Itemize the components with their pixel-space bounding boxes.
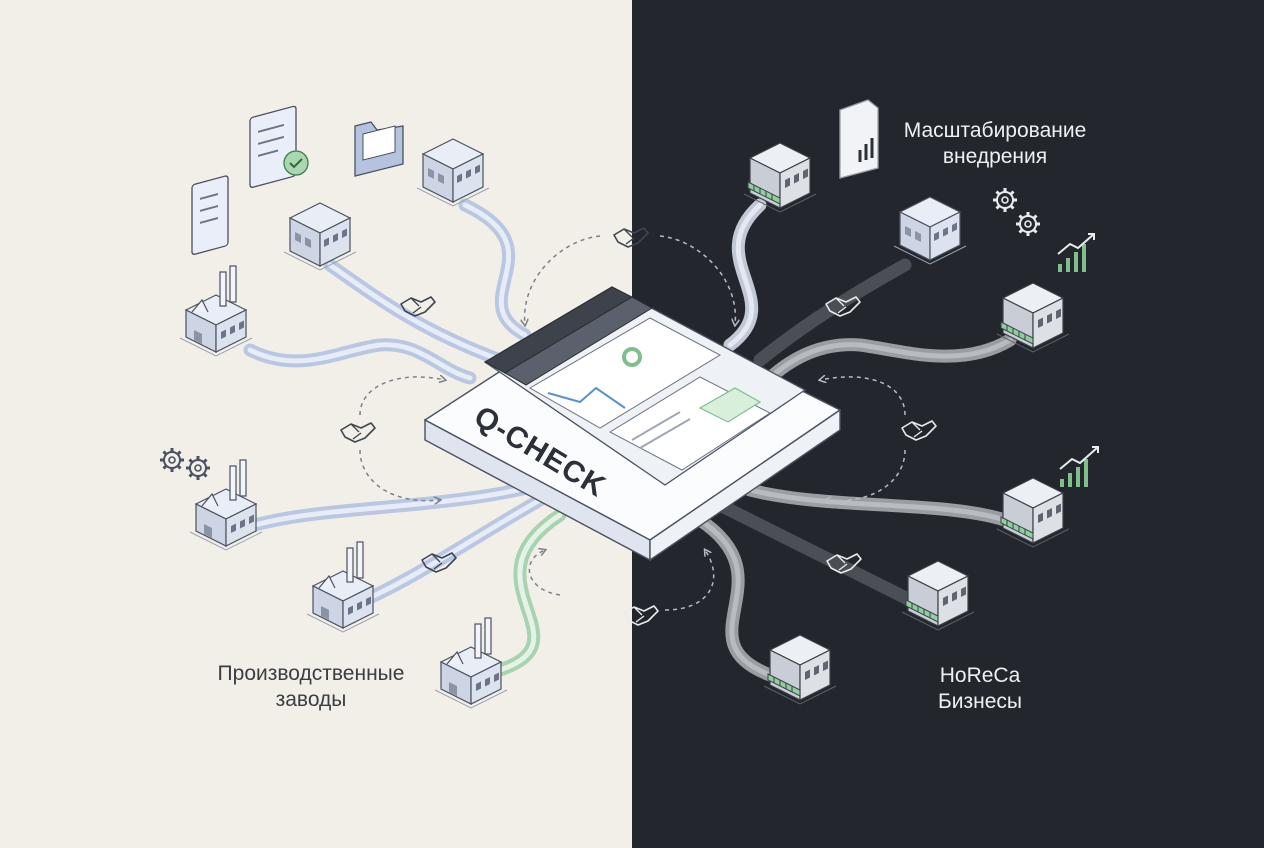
flow-arrows-right bbox=[659, 235, 906, 611]
chart-growth-icon-bottom bbox=[1059, 446, 1099, 487]
scaling-label-line2: внедрения bbox=[942, 145, 1048, 168]
clipboard-check-icon bbox=[249, 105, 309, 188]
left-pipes bbox=[243, 198, 567, 677]
chart-growth-icon-top bbox=[1057, 233, 1095, 272]
factories-label: Производственные заводы bbox=[196, 661, 426, 713]
q-check-platform[interactable]: Q-CHECK bbox=[423, 286, 842, 562]
clipboard-list-icon bbox=[191, 175, 229, 255]
horeca-label-line2: Бизнесы bbox=[937, 690, 1022, 713]
document-gear-icon bbox=[839, 99, 879, 179]
folder-icon bbox=[354, 121, 404, 177]
flow-arrows-left bbox=[359, 235, 601, 596]
scaling-label-line1: Масштабирование bbox=[903, 119, 1087, 142]
right-pipes bbox=[693, 198, 1017, 682]
factories-label-line2: заводы bbox=[275, 688, 347, 711]
scaling-label: Масштабирование внедрения bbox=[880, 118, 1110, 170]
horeca-label-line1: HoReCa bbox=[939, 664, 1021, 687]
horeca-label: HoReCa Бизнесы bbox=[880, 663, 1080, 715]
factories-label-line1: Производственные bbox=[217, 662, 405, 685]
